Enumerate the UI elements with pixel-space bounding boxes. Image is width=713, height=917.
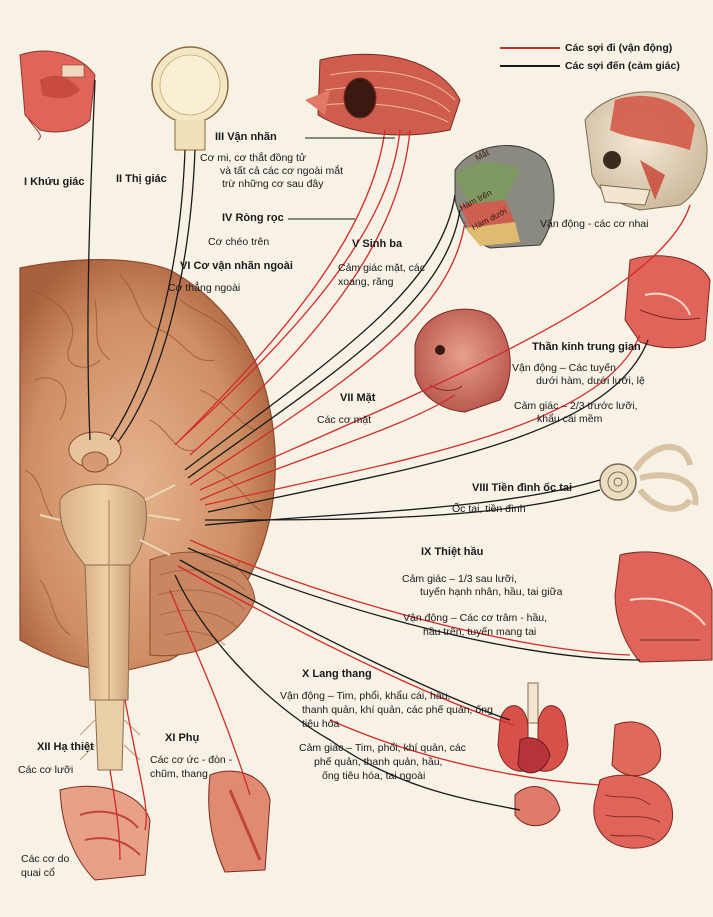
sensory-fiber xyxy=(109,149,186,441)
sensory-fiber xyxy=(117,149,196,443)
motor-fiber xyxy=(189,221,466,486)
skull-illustration xyxy=(584,91,708,211)
legend-motor-label: Các sợi đi (vận động) xyxy=(565,42,673,54)
nerve-3-desc-1: Cơ mi, cơ thắt đồng tử xyxy=(200,152,307,164)
nerve-10-motor-2: thanh quản, khí quản, các phế quản, ống xyxy=(302,704,493,716)
nerve-intermedius-motor-1: Vận động – Các tuyến xyxy=(512,362,616,374)
motor-fiber xyxy=(169,589,251,796)
nerve-4-title: IV Ròng rọc xyxy=(222,212,284,224)
nerve-9-sensory-2: tuyến hạnh nhân, hầu, tai giữa xyxy=(420,586,563,598)
eye-muscles-illustration xyxy=(305,53,461,136)
nerve-intermedius-motor-2: dưới hàm, dưới lưỡi, lệ xyxy=(536,375,645,387)
nerve-10-motor-3: tiêu hóa xyxy=(302,718,340,730)
nerve-intermedius-sensory-1: Cảm giác – 2/3 trước lưỡi, xyxy=(514,400,638,412)
nerve-10-motor-1: Vận động – Tim, phổi, khẩu cái, hầu, xyxy=(280,690,451,702)
nerve-6-desc: Cơ thẳng ngoài xyxy=(168,282,241,294)
nerve-9-sensory-1: Cảm giác – 1/3 sau lưỡi, xyxy=(402,573,517,585)
nerve-10-sensory-2: phế quản, thanh quản, hầu, xyxy=(314,756,443,768)
sensory-fiber xyxy=(87,79,96,441)
nerve-5-title: V Sinh ba xyxy=(352,238,403,250)
motor-fiber xyxy=(179,129,401,441)
motor-fiber xyxy=(124,699,147,831)
nerve-11-title: XI Phụ xyxy=(165,732,200,744)
label-leaders xyxy=(288,137,395,220)
motor-fiber xyxy=(177,565,516,726)
face-muscles-illustration xyxy=(414,308,511,413)
organs-illustration xyxy=(497,682,674,849)
nerve-7-title: VII Mặt xyxy=(340,392,376,404)
motor-fiber xyxy=(199,204,691,491)
nerve-5-desc-2: xoang, răng xyxy=(338,276,394,288)
nerve-intermedius-sensory-2: khẩu cái mềm xyxy=(537,413,603,425)
motor-fiber xyxy=(174,129,386,446)
nose-illustration xyxy=(19,50,96,141)
nerve-7-desc: Các cơ mặt xyxy=(317,414,372,426)
sensory-fiber xyxy=(207,339,649,513)
nerve-8-title: VIII Tiền đình ốc tai xyxy=(472,482,573,494)
motor-fiber xyxy=(199,394,456,501)
nasopharynx-illustration xyxy=(624,255,711,349)
nerve-2-title: II Thị giác xyxy=(116,173,167,185)
sensory-fiber xyxy=(187,547,641,661)
nerve-8-desc: Ốc tai, tiền đình xyxy=(452,503,526,515)
nerve-12-extra-1: Các cơ do xyxy=(21,853,70,865)
brain-illustration xyxy=(19,259,276,771)
sensory-fiber xyxy=(179,559,511,721)
nerve-intermedius-title: Thần kinh trung gian xyxy=(532,341,641,353)
nerve-10-sensory-3: ống tiêu hóa, tai ngoài xyxy=(322,770,426,782)
nerve-12-desc: Các cơ lưỡi xyxy=(18,764,74,776)
nerve-11-desc-2: chũm, thang xyxy=(150,768,208,780)
motor-fiber xyxy=(204,334,641,506)
nerve-9-title: IX Thiệt hầu xyxy=(421,546,484,558)
eye-illustration xyxy=(151,46,229,151)
nerve-6-title: VI Cơ vận nhãn ngoài xyxy=(180,260,293,272)
sensory-fiber xyxy=(184,194,456,471)
nerve-12-extra-2: quai cổ xyxy=(21,867,55,879)
trigeminal-head-illustration xyxy=(454,145,555,249)
motor-fiber xyxy=(189,539,631,656)
neck-illustration xyxy=(59,770,271,881)
nerve-10-title: X Lang thang xyxy=(302,668,372,680)
motor-fiber xyxy=(189,129,411,456)
sensory-fiber xyxy=(187,209,461,479)
inner-ear-illustration xyxy=(599,443,699,512)
nerve-3-desc-2: và tất cả các cơ ngoài mắt xyxy=(220,165,344,177)
nerve-3-desc-3: trừ những cơ sau đây xyxy=(222,178,324,190)
sensory-fiber xyxy=(174,574,521,811)
nerve-3-title: III Vận nhãn xyxy=(215,131,277,143)
nerve-5-motor: Vận động - các cơ nhai xyxy=(540,218,649,230)
nerve-10-sensory-1: Cảm giác – Tim, phổi, khí quản, các xyxy=(299,742,466,754)
nerve-fibers xyxy=(87,79,691,861)
motor-fiber xyxy=(109,769,121,861)
throat-illustration xyxy=(614,551,713,663)
nerve-4-desc: Cơ chéo trên xyxy=(208,236,270,248)
motor-fiber xyxy=(329,719,601,786)
sensory-fiber xyxy=(204,479,601,526)
nerve-9-motor-1: Vận động – Các cơ trâm - hầu, xyxy=(403,612,548,624)
nerve-12-title: XII Hạ thiệt xyxy=(37,741,94,753)
nerve-11-desc-1: Các cơ ức - đòn - xyxy=(150,754,233,766)
nerve-5-desc-1: Cảm giác mặt, các xyxy=(338,262,425,274)
nerve-9-motor-2: hầu trên, tuyến mang tai xyxy=(423,626,537,638)
legend-sensory-label: Các sợi đến (cảm giác) xyxy=(565,60,680,72)
nerve-1-title: I Khứu giác xyxy=(24,176,85,188)
